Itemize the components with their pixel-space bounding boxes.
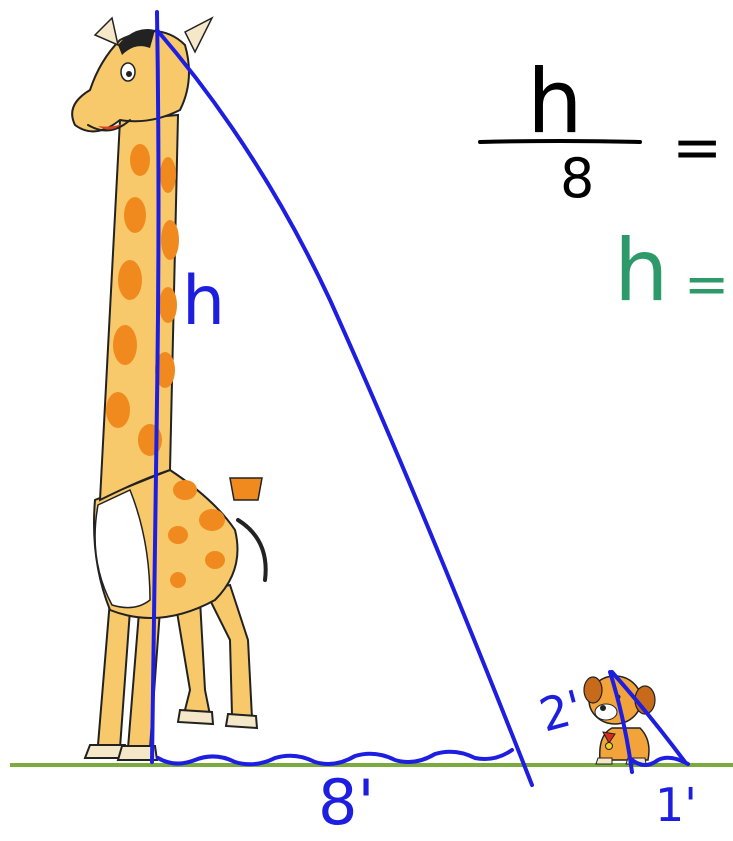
ratio-numerator: h: [527, 50, 583, 153]
dog-hypotenuse-line: [610, 670, 687, 764]
dog-triangle: [608, 670, 690, 774]
giraffe-illustration: [71, 16, 268, 761]
giraffe-height-label: h: [182, 262, 226, 341]
ratio-equals: =: [672, 113, 723, 183]
solve-h: h: [614, 221, 669, 321]
fraction-bar: [478, 139, 642, 144]
giraffe-shadow-line: [156, 748, 514, 767]
giraffe-hypotenuse-line: [155, 28, 534, 787]
solve-equals: =: [684, 253, 730, 316]
giraffe-height-line: [150, 10, 161, 764]
dog-shadow-label: 1': [655, 778, 697, 832]
dog-illustration: [583, 675, 656, 765]
dog-shadow-line: [630, 755, 690, 767]
ratio-denominator: 8: [560, 147, 595, 210]
giraffe-shadow-label: 8': [318, 766, 375, 839]
giraffe-triangle: [150, 10, 534, 787]
